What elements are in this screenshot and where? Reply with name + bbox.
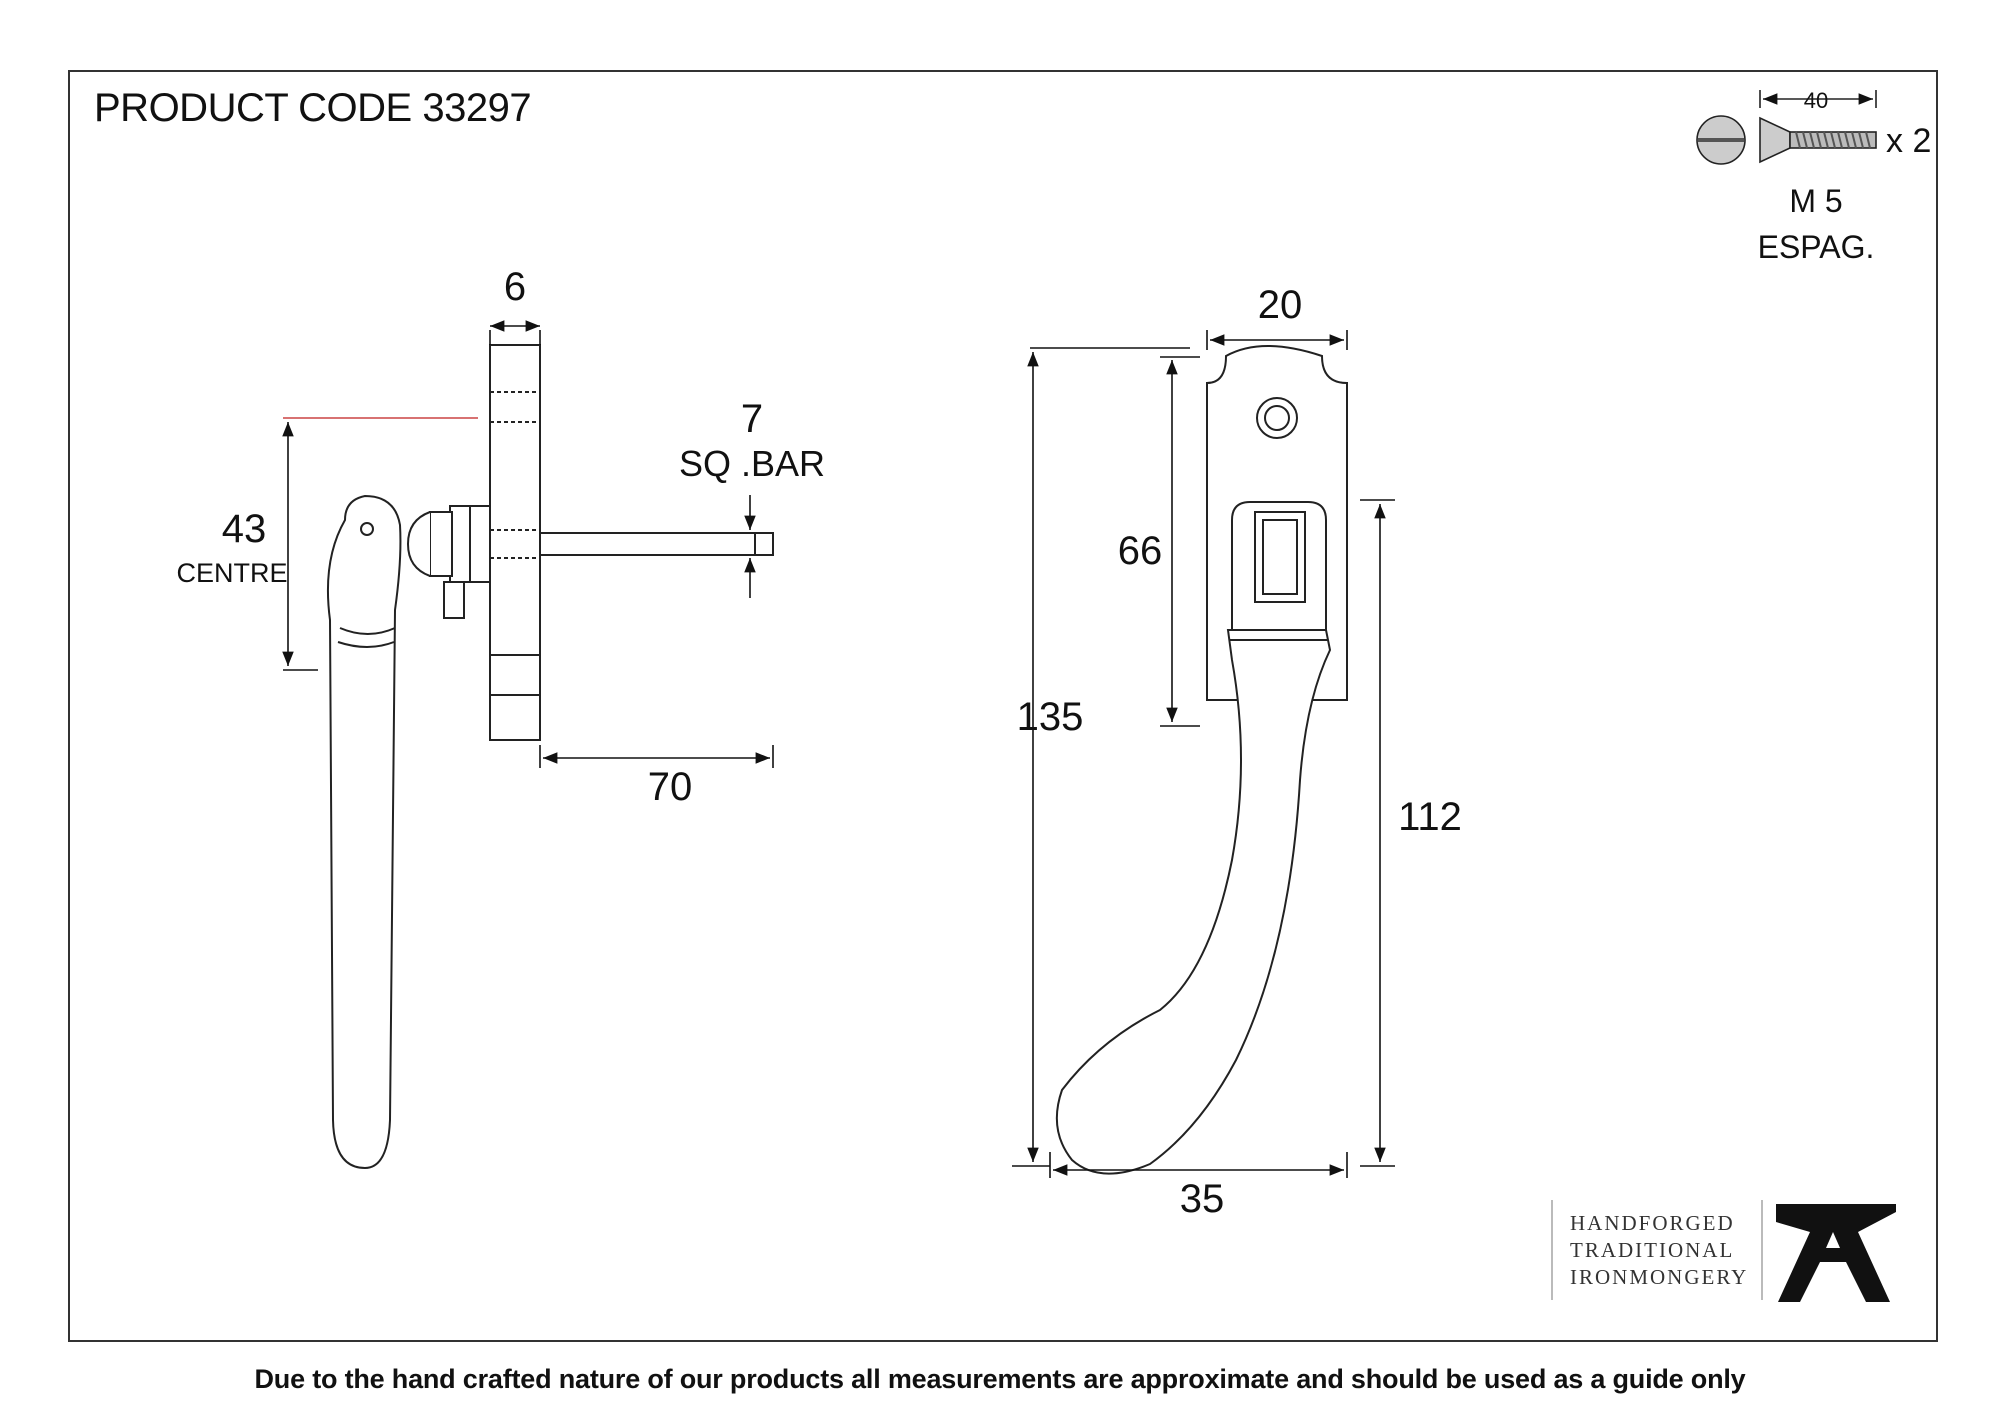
screw-type: ESPAG.	[1758, 229, 1875, 265]
side-view	[326, 344, 774, 1170]
label-sq-bar: SQ .BAR	[679, 443, 825, 484]
dim-bar-length: 70	[648, 765, 693, 809]
dim-bar-size: 7	[741, 397, 763, 441]
front-dimensions	[1012, 330, 1395, 1178]
dim-handle-width: 35	[1180, 1177, 1225, 1221]
screw-length: 40	[1804, 88, 1828, 113]
square-bar	[539, 532, 774, 556]
dim-total-height: 135	[1017, 695, 1084, 739]
screw-quantity: x 2	[1886, 122, 1931, 160]
dim-centre: 43	[222, 507, 267, 551]
screw-size: M 5	[1789, 183, 1842, 219]
side-plate	[489, 344, 541, 741]
dim-handle-height: 112	[1398, 795, 1462, 839]
logo-line-2: TRADITIONAL	[1570, 1238, 1734, 1262]
front-view	[1055, 345, 1348, 1175]
front-handle	[1055, 629, 1332, 1175]
screw-detail	[1696, 90, 1877, 165]
dim-plate-width: 20	[1258, 283, 1303, 327]
product-code: PRODUCT CODE 33297	[94, 86, 532, 130]
logo	[1551, 1200, 1896, 1302]
logo-line-3: IRONMONGERY	[1570, 1265, 1748, 1289]
side-dimensions	[282, 320, 774, 768]
disclaimer: Due to the hand crafted nature of our pr…	[254, 1364, 1746, 1394]
label-centre: CENTRE	[176, 558, 287, 588]
drawing-frame	[68, 70, 1938, 1342]
side-handle	[326, 494, 402, 1170]
anvil-logo-icon	[1776, 1204, 1896, 1302]
logo-line-1: HANDFORGED	[1570, 1211, 1735, 1235]
screw-side-icon	[1759, 116, 1791, 164]
dim-height-66: 66	[1118, 529, 1163, 573]
dim-plate-thickness: 6	[504, 265, 526, 309]
